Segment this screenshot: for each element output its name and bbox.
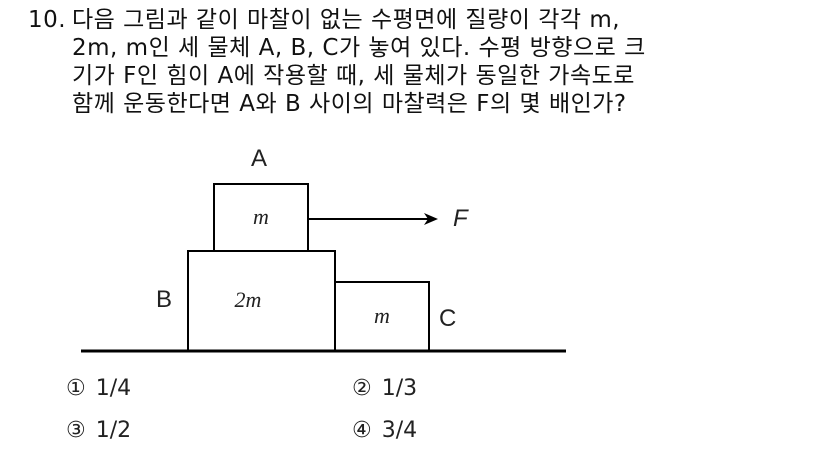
- option-2-marker: ②: [352, 376, 372, 401]
- question-line-1: 다음 그림과 같이 마찰이 없는 수평면에 질량이 각각 m,: [72, 7, 621, 33]
- option-1-marker: ①: [66, 376, 86, 401]
- mass-c: m: [374, 303, 390, 328]
- option-2-value: 1/3: [381, 376, 418, 401]
- option-3-value: 1/2: [95, 418, 132, 443]
- question-line-4: 함께 운동한다면 A와 B 사이의 마찰력은 F의 몇 배인가?: [72, 91, 627, 117]
- question-number: 10.: [28, 7, 67, 33]
- question-line-2: 2m, m인 세 물체 A, B, C가 놓여 있다. 수평 방향으로 크: [72, 35, 646, 61]
- option-4-marker: ④: [352, 418, 372, 443]
- force-label: F: [453, 205, 468, 232]
- option-4-value: 3/4: [381, 418, 418, 443]
- label-a: A: [251, 145, 268, 172]
- mass-b: 2m: [234, 287, 262, 312]
- option-3-marker: ③: [66, 418, 86, 443]
- block-c: [334, 281, 430, 352]
- mass-a: m: [253, 204, 269, 229]
- label-b: B: [156, 286, 173, 313]
- option-1-value: 1/4: [95, 376, 132, 401]
- option-2[interactable]: ② 1/3: [352, 376, 417, 401]
- option-4[interactable]: ④ 3/4: [352, 418, 417, 443]
- option-1[interactable]: ① 1/4: [66, 376, 131, 401]
- force-arrow-icon: [308, 213, 438, 225]
- label-c: C: [439, 305, 457, 332]
- question-line-3: 기가 F인 힘이 A에 작용할 때, 세 물체가 동일한 가속도로: [72, 63, 635, 89]
- option-3[interactable]: ③ 1/2: [66, 418, 131, 443]
